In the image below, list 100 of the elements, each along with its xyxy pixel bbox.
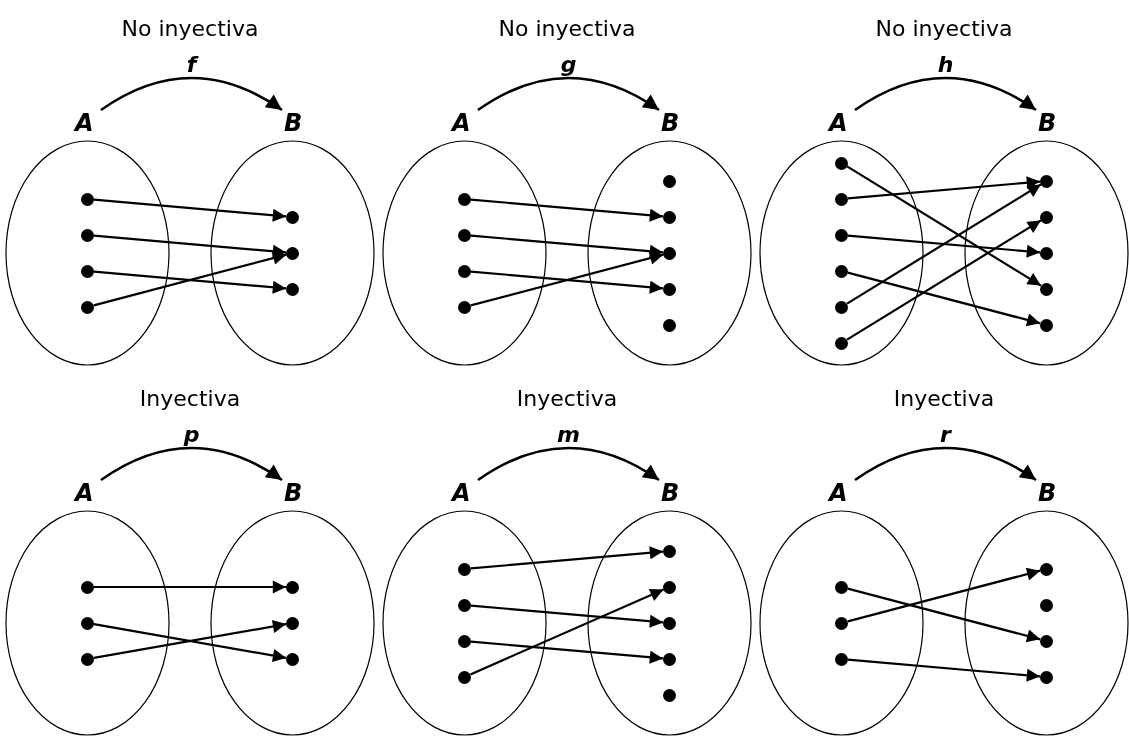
mapping-arrow (100, 446, 283, 482)
point-dot (81, 192, 94, 206)
point-dot (835, 192, 848, 206)
point-dot (1040, 318, 1053, 332)
set-letter: B (661, 480, 680, 506)
point-dot (286, 210, 299, 224)
arrow (470, 198, 664, 222)
point-dot (458, 228, 471, 242)
arrow (470, 588, 664, 676)
point-dot (286, 580, 299, 594)
point-dot (458, 300, 471, 314)
edge-label: m (557, 423, 580, 447)
arrow (470, 604, 664, 628)
edge-label: h (937, 53, 954, 77)
arrow (470, 546, 664, 570)
point-dot (1040, 634, 1053, 648)
point-dot (458, 562, 471, 576)
point-dot (458, 264, 471, 278)
heading-text: No inyectiva (121, 16, 259, 42)
mapping-arrow (477, 76, 660, 112)
arrow (470, 270, 664, 294)
point-dot (1040, 174, 1053, 188)
point-dot (81, 616, 94, 630)
point-dot (286, 246, 299, 260)
mapping-arrow (477, 446, 660, 482)
point-dot (835, 580, 848, 594)
edge-label: f (186, 53, 197, 77)
set-letter: B (1038, 480, 1057, 506)
point-dot (1040, 670, 1053, 684)
point-dot (1040, 598, 1053, 612)
point-dot (1040, 282, 1053, 296)
point-dot (458, 670, 471, 684)
set-letter: A (75, 110, 94, 136)
set-letter: B (284, 110, 303, 136)
heading-text: No inyectiva (498, 16, 636, 42)
point-dot (663, 210, 676, 224)
arrow (847, 271, 1041, 327)
arrow (847, 234, 1041, 258)
point-dot (286, 652, 299, 666)
point-dot (663, 246, 676, 260)
heading-text: Inyectiva (139, 386, 241, 412)
set-letter: B (1038, 110, 1057, 136)
arrow (847, 567, 1041, 623)
arrow (94, 580, 286, 594)
arrow (470, 640, 664, 664)
arrow (847, 658, 1041, 682)
point-dot (1040, 210, 1053, 224)
mapping-arrow (854, 446, 1037, 482)
mapping-arrow (854, 76, 1037, 112)
heading-text: Inyectiva (893, 386, 995, 412)
point-dot (663, 174, 676, 188)
point-dot (835, 336, 848, 350)
point-dot (835, 264, 848, 278)
mapping-arrow (100, 76, 283, 112)
point-dot (1040, 562, 1053, 576)
point-dot (835, 652, 848, 666)
point-dot (663, 318, 676, 332)
point-dot (663, 544, 676, 558)
point-dot (1040, 246, 1053, 260)
point-dot (458, 192, 471, 206)
point-dot (458, 634, 471, 648)
point-dot (835, 300, 848, 314)
set-letter: B (284, 480, 303, 506)
heading-text: Inyectiva (516, 386, 618, 412)
set-letter: B (661, 110, 680, 136)
arrow (847, 176, 1041, 200)
point-dot (663, 688, 676, 702)
arrow (470, 251, 664, 307)
set-letter: A (75, 480, 94, 506)
edge-label: g (560, 53, 577, 77)
set-letter: A (829, 480, 848, 506)
arrow (470, 234, 664, 258)
point-dot (81, 264, 94, 278)
arrow (846, 165, 1042, 287)
point-dot (81, 652, 94, 666)
point-dot (81, 228, 94, 242)
point-dot (663, 282, 676, 296)
point-dot (663, 580, 676, 594)
arrow (847, 587, 1041, 643)
point-dot (835, 156, 848, 170)
point-dot (663, 652, 676, 666)
point-dot (81, 580, 94, 594)
arrow (93, 270, 287, 294)
point-dot (286, 282, 299, 296)
arrow (846, 183, 1042, 305)
point-dot (835, 228, 848, 242)
point-dot (835, 616, 848, 630)
set-letter: A (829, 110, 848, 136)
point-dot (663, 616, 676, 630)
arrow (846, 219, 1042, 341)
point-dot (81, 300, 94, 314)
point-dot (286, 616, 299, 630)
edge-label: p (183, 423, 200, 447)
set-letter: A (452, 480, 471, 506)
arrow (93, 234, 287, 258)
heading-text: No inyectiva (875, 16, 1013, 42)
arrow (93, 198, 287, 222)
arrow (93, 251, 287, 307)
point-dot (458, 598, 471, 612)
edge-label: r (940, 423, 951, 447)
